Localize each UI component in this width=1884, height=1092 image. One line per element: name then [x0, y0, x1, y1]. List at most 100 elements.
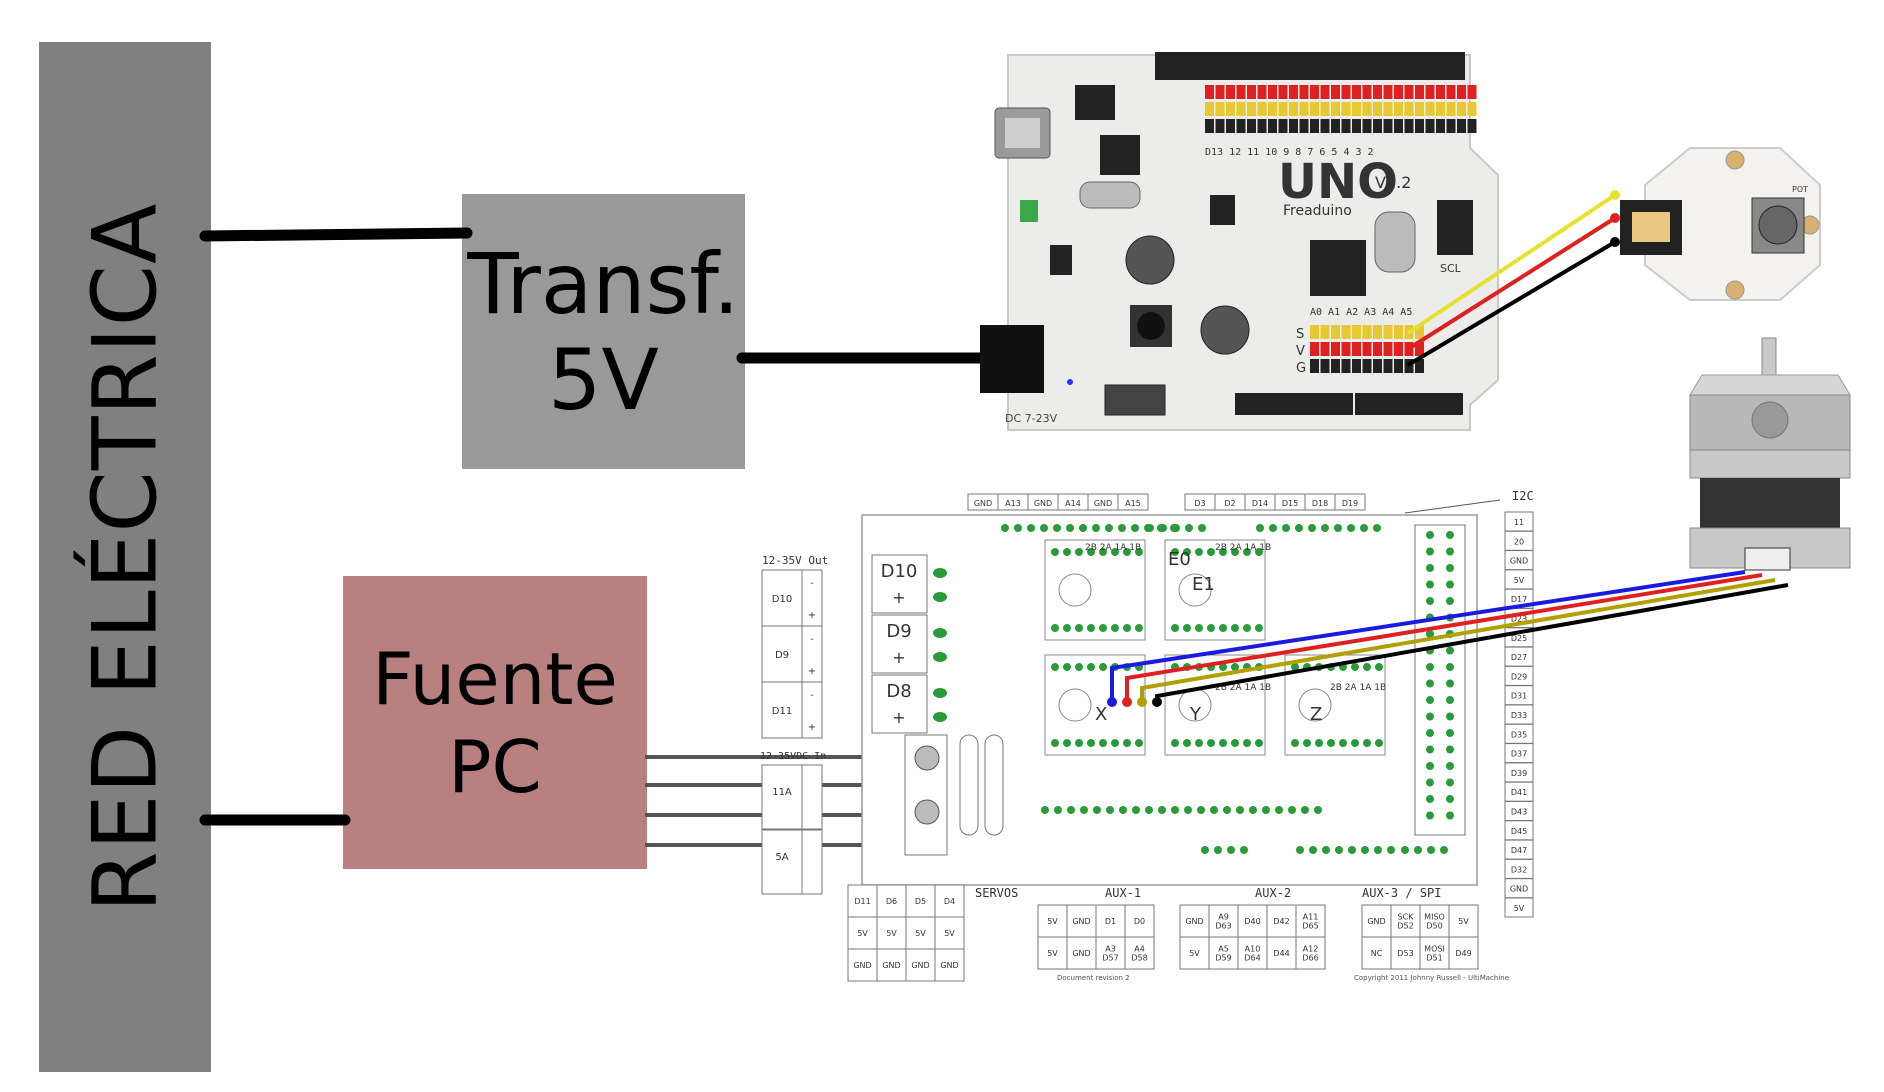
copyright-note: Copyright 2011 Johnny Russell - UltiMach…: [1354, 974, 1509, 982]
grid-cell: [1361, 936, 1392, 970]
driver-socket: [1044, 539, 1146, 641]
voltage-switch: [1050, 245, 1072, 275]
out-pin-text: D11: [772, 706, 792, 717]
out-label: 12-35V Out: [762, 554, 828, 567]
top-header-text: GND: [1034, 499, 1052, 508]
top-header-text: GND: [1094, 499, 1112, 508]
grid-cell: [876, 884, 907, 918]
top-pin-rows: [1205, 85, 1477, 133]
grid-cell-text: 5V: [915, 929, 926, 938]
mosfet-plus: +: [892, 588, 905, 607]
grid-cell: [1208, 904, 1239, 938]
analog-header: [1355, 393, 1463, 415]
ramps-out-terminal: D10-+D9-+D11-+: [761, 569, 823, 739]
top-header-text: D2: [1224, 499, 1235, 508]
in-label: 12-35VDC In: [760, 751, 826, 762]
row-letter-s: S: [1296, 327, 1304, 342]
mosfet-label: D10: [881, 561, 918, 582]
grid-cell: [1037, 936, 1068, 970]
right-pin-text: D37: [1511, 750, 1527, 759]
grid-cell: [1208, 936, 1239, 970]
scl-label: SCL: [1440, 262, 1462, 275]
grid-cell-text: GND: [1367, 917, 1385, 926]
right-pin-text: 5V: [1514, 904, 1525, 913]
grid-cell: [876, 948, 907, 982]
axis-label: E1: [1192, 574, 1215, 595]
grid-cell: [1037, 904, 1068, 938]
dc-jack: [980, 325, 1044, 393]
grid-cell-text: D49: [1455, 949, 1471, 958]
in-pin-cell: [761, 829, 803, 895]
motor-connector: [1744, 547, 1791, 571]
in-pin-cell: [761, 764, 803, 830]
axis-label: Z: [1310, 704, 1322, 725]
in-pin-text: 11A: [772, 787, 792, 798]
analog-pins-label: A0 A1 A2 A3 A4 A5: [1310, 307, 1412, 318]
power-led: [1020, 200, 1038, 222]
grid-cell: [934, 884, 965, 918]
grid-cell-text: D11: [854, 897, 870, 906]
right-pin-text: D33: [1511, 711, 1527, 720]
coil-label: 2B 2A 1A 1B: [1330, 683, 1386, 693]
grid-cell: [1390, 904, 1421, 938]
mosfet-block: [871, 674, 928, 734]
aux1-label: AUX-1: [1105, 886, 1141, 900]
grid-cell: [1448, 904, 1479, 938]
ramps-aux4-header: [1414, 524, 1466, 836]
grid-cell-text: GND: [940, 961, 958, 970]
grid-cell-text: NC: [1371, 949, 1383, 958]
aux2-label: AUX-2: [1255, 886, 1291, 900]
pot-label: POT: [1792, 185, 1808, 194]
out-plus: +: [808, 666, 816, 677]
ramps-right-pin-column: 1120GND5VD17D23D25D27D29D31D33D35D37D39D…: [1504, 511, 1534, 918]
grid-cell-text: GND: [882, 961, 900, 970]
axis-label: Y: [1189, 704, 1202, 725]
top-header-text: A14: [1065, 499, 1081, 508]
arduino-uno-board: DC 7-23V UNO V1.2 Freaduino D13 12 11 10…: [980, 52, 1499, 431]
grid-cell-text: A10: [1245, 945, 1261, 954]
grid-cell-text: D53: [1397, 949, 1413, 958]
out-minus: -: [810, 690, 814, 701]
motor-body: [1700, 478, 1840, 528]
mains-to-transformer-wire: [199, 227, 473, 242]
out-minus: -: [810, 634, 814, 645]
crystal: [1079, 181, 1141, 209]
right-pin-text: D25: [1511, 634, 1527, 643]
grid-cell-text: 5V: [1047, 949, 1058, 958]
axis-label: X: [1095, 704, 1107, 725]
grid-cell-text: A9: [1218, 913, 1229, 922]
ramps-mosfets: D10+D9+D8+: [871, 554, 947, 734]
pot-knob: [1758, 205, 1798, 245]
mosfet-plus: +: [892, 648, 905, 667]
right-pin-text: 20: [1514, 537, 1524, 546]
digital-header-right: [1305, 52, 1465, 80]
capacitor-1: [1125, 235, 1175, 285]
grid-cell: [1095, 904, 1126, 938]
revision-note: Document revision 2: [1057, 974, 1130, 982]
mosfet-block: [871, 554, 928, 614]
grid-cell: [1179, 904, 1210, 938]
grid-cell: [1066, 936, 1097, 970]
right-pin-text: D45: [1511, 827, 1527, 836]
grid-cell-text: D40: [1244, 917, 1260, 926]
top-header-cell: [1334, 493, 1366, 511]
grid-cell: [905, 884, 936, 918]
grid-cell: [905, 948, 936, 982]
row-letter-v: V: [1296, 344, 1305, 359]
fuse-5a: [984, 734, 1004, 836]
grid-cell-text: D57: [1102, 954, 1118, 963]
grid-cell-text: GND: [1072, 917, 1090, 926]
coil-label: 2B 2A 1A 1B: [1215, 543, 1271, 553]
grid-cell: [1266, 936, 1297, 970]
stepper-motor: [1689, 337, 1851, 571]
grid-cell: [1361, 904, 1392, 938]
regulator-chip: [1210, 195, 1235, 225]
right-pin-text: 11: [1514, 518, 1524, 527]
grid-cell-text: D51: [1426, 954, 1442, 963]
grid-cell-text: D50: [1426, 922, 1442, 931]
icsp-header: [1075, 85, 1115, 120]
